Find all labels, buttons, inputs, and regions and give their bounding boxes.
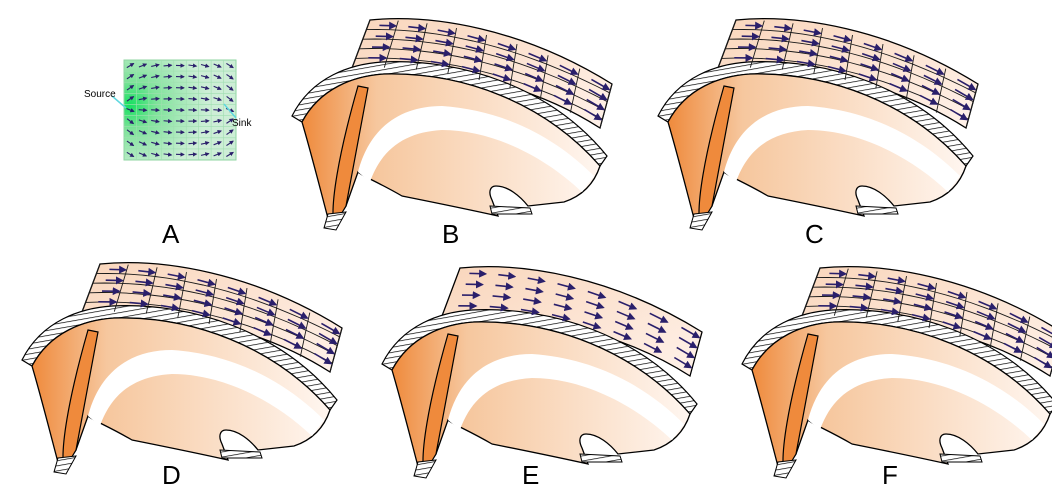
- field-arrow: [164, 65, 172, 66]
- field-arrow: [139, 110, 147, 111]
- panel-label-b: B: [442, 219, 459, 249]
- panel-b: [292, 19, 612, 230]
- panel-label-e: E: [522, 460, 539, 490]
- panel-d: [22, 263, 342, 474]
- panel-label-d: D: [162, 460, 181, 490]
- field-arrow: [164, 76, 172, 77]
- field-arrow: [164, 121, 172, 122]
- source-label: Source: [84, 89, 116, 100]
- panel-e: [382, 267, 702, 478]
- panel-label-a: A: [162, 219, 180, 249]
- panel-c: [658, 19, 978, 230]
- field-arrow: [188, 99, 196, 100]
- panel-f: [742, 267, 1052, 478]
- sink-label: Sink: [232, 118, 252, 129]
- field-arrow: [151, 99, 159, 100]
- shell-surface: [382, 267, 702, 478]
- field-arrow: [188, 154, 196, 155]
- field-arrow: [201, 121, 209, 122]
- field-arrow: [213, 110, 221, 111]
- panel-label-f: F: [882, 460, 898, 490]
- panel-a: Source Sink A: [84, 60, 252, 249]
- panel-label-c: C: [805, 219, 824, 249]
- shell-surface: [742, 267, 1052, 478]
- field-arrow: [188, 143, 196, 144]
